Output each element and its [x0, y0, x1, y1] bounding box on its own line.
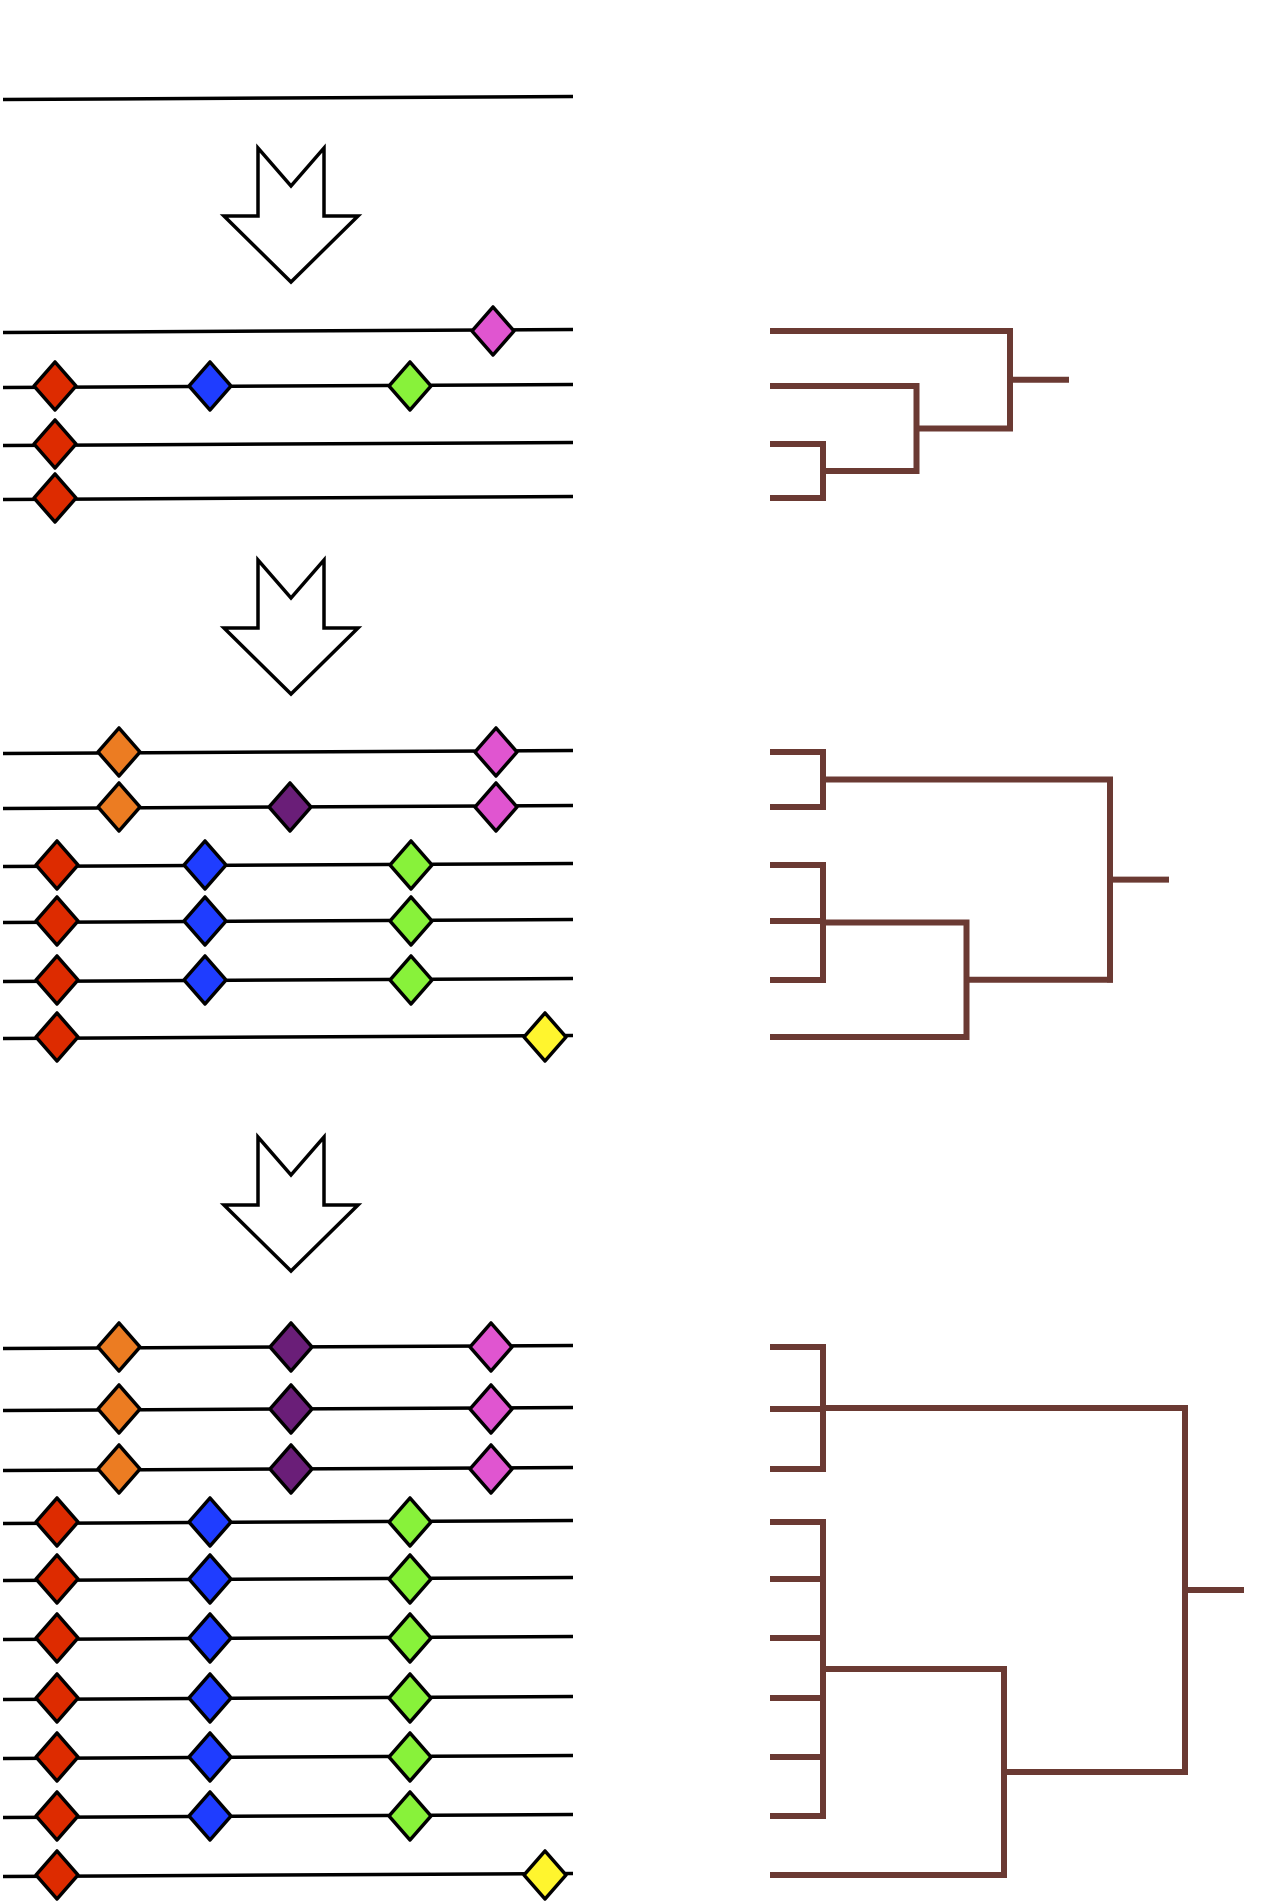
orange-mutation-marker: [96, 726, 142, 778]
pink-mutation-marker: [468, 1321, 514, 1373]
red-mutation-marker: [34, 1496, 80, 1548]
arrow-layer: [219, 143, 363, 1274]
tree-layer: [770, 328, 1244, 1878]
red-mutation-marker: [34, 839, 80, 891]
blue-mutation-marker: [187, 1731, 233, 1783]
pink-mutation-marker: [468, 1383, 514, 1435]
sequence-line: [2, 1871, 574, 1879]
blue-mutation-marker: [187, 1672, 233, 1724]
purple-mutation-marker: [268, 1383, 314, 1435]
orange-mutation-marker: [96, 781, 142, 833]
blue-mutation-marker: [187, 360, 233, 412]
sequence-line: [2, 440, 574, 448]
green-mutation-marker: [387, 1790, 433, 1842]
red-mutation-marker: [34, 1790, 80, 1842]
sequence-line: [2, 1575, 574, 1583]
green-mutation-marker: [387, 360, 433, 412]
red-mutation-marker: [34, 1011, 80, 1063]
red-mutation-marker: [34, 954, 80, 1006]
purple-mutation-marker: [267, 781, 313, 833]
red-mutation-marker: [34, 1849, 80, 1901]
stage-1-sequences: [2, 305, 574, 524]
purple-mutation-marker: [268, 1321, 314, 1373]
stage-0-sequences: [2, 94, 574, 102]
pink-mutation-marker: [473, 726, 519, 778]
down-arrow-0: [219, 143, 363, 285]
sequence-line: [2, 382, 574, 390]
stage-2-sequences: [2, 726, 574, 1063]
green-mutation-marker: [387, 1672, 433, 1724]
red-mutation-marker: [34, 895, 80, 947]
blue-mutation-marker: [187, 1612, 233, 1664]
down-arrow-2: [219, 1132, 363, 1274]
sequence-line: [2, 917, 574, 925]
pink-mutation-marker: [470, 305, 516, 357]
stage-1-tree: [770, 328, 1069, 501]
yellow-mutation-marker: [522, 1011, 568, 1063]
sequence-line: [2, 1634, 574, 1642]
orange-mutation-marker: [96, 1443, 142, 1495]
red-mutation-marker: [32, 418, 78, 470]
sequence-line: [2, 94, 574, 102]
stage-3-sequences: [2, 1321, 574, 1901]
blue-mutation-marker: [187, 1790, 233, 1842]
blue-mutation-marker: [187, 1496, 233, 1548]
green-mutation-marker: [388, 895, 434, 947]
sequence-line: [2, 494, 574, 502]
green-mutation-marker: [388, 954, 434, 1006]
sequence-line: [2, 1518, 574, 1526]
red-mutation-marker: [32, 360, 78, 412]
down-arrow-1: [219, 555, 363, 697]
blue-mutation-marker: [182, 895, 228, 947]
blue-mutation-marker: [182, 839, 228, 891]
purple-mutation-marker: [268, 1443, 314, 1495]
orange-mutation-marker: [96, 1383, 142, 1435]
yellow-mutation-marker: [522, 1849, 568, 1901]
green-mutation-marker: [387, 1731, 433, 1783]
green-mutation-marker: [387, 1612, 433, 1664]
sequence-layer: [2, 94, 574, 1901]
green-mutation-marker: [387, 1496, 433, 1548]
stage-2-tree: [770, 749, 1169, 1040]
red-mutation-marker: [34, 1553, 80, 1605]
green-mutation-marker: [387, 1553, 433, 1605]
sequence-line: [2, 1753, 574, 1761]
blue-mutation-marker: [182, 954, 228, 1006]
orange-mutation-marker: [96, 1321, 142, 1373]
stage-3-tree: [770, 1344, 1244, 1878]
sequence-line: [2, 1033, 574, 1041]
sequence-line: [2, 1812, 574, 1820]
sequence-line: [2, 1694, 574, 1702]
red-mutation-marker: [32, 472, 78, 524]
pink-mutation-marker: [473, 781, 519, 833]
sequence-line: [2, 861, 574, 869]
red-mutation-marker: [34, 1731, 80, 1783]
pink-mutation-marker: [468, 1443, 514, 1495]
sequence-line: [2, 976, 574, 984]
red-mutation-marker: [34, 1612, 80, 1664]
green-mutation-marker: [388, 839, 434, 891]
red-mutation-marker: [34, 1672, 80, 1724]
blue-mutation-marker: [187, 1553, 233, 1605]
